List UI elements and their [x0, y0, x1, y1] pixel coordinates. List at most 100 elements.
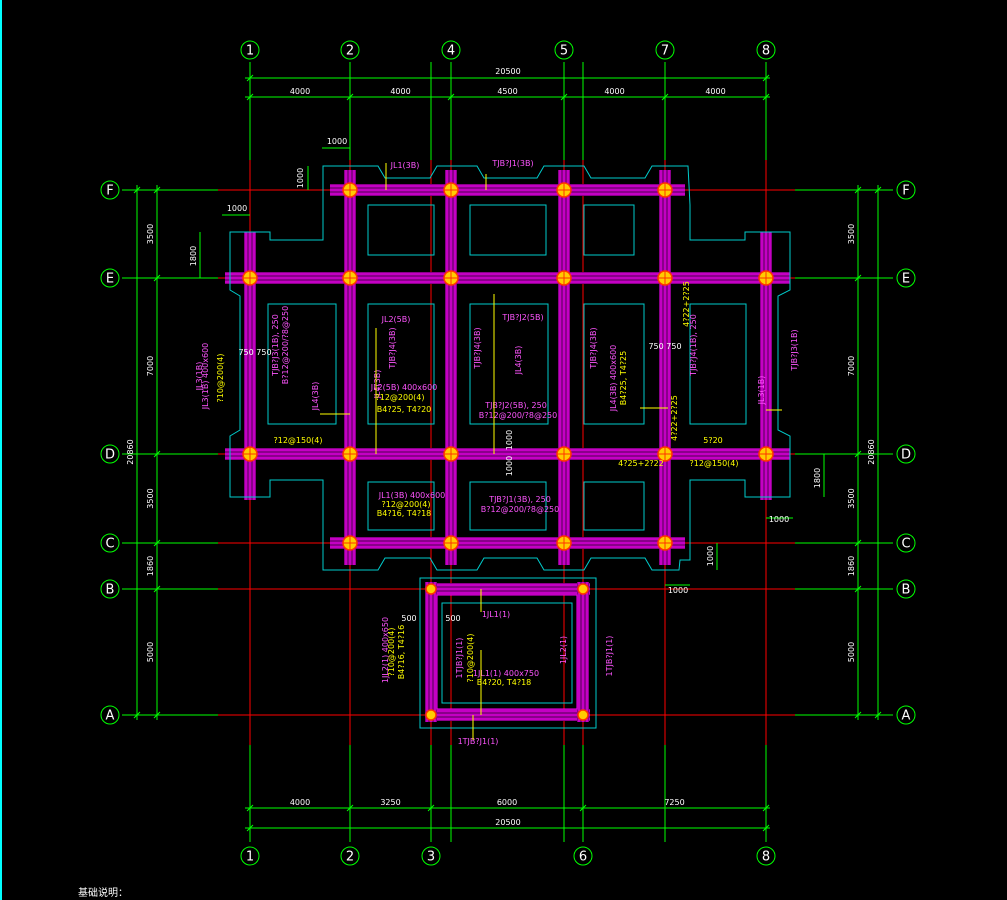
dim-tick	[579, 804, 587, 812]
yellow-label: ?10@200(4)	[466, 633, 475, 682]
lower-pad-outer	[419, 577, 597, 729]
axis-bubble-top-7-circle	[655, 40, 675, 60]
column-circle-small	[425, 583, 437, 595]
axis-bubble-right-C-circle	[896, 533, 916, 553]
dim-left-total: 20860	[126, 439, 135, 464]
foundation-beams	[225, 170, 790, 722]
local-dim: 1800	[189, 246, 198, 266]
magenta-label: 1TJB?J1(1)	[458, 737, 499, 746]
magenta-label: TJB?J1(3B), 250	[488, 495, 551, 504]
local-dim: 1000	[668, 586, 688, 595]
dim-left-span: 1860	[146, 556, 155, 576]
dim-right-span: 1860	[847, 556, 856, 576]
axis-bubble-left-D-label: D	[105, 448, 115, 463]
dim-tick	[762, 804, 770, 812]
dim-tick	[854, 585, 862, 593]
magenta-label: JL4(3B)	[514, 346, 523, 376]
lower-pad-inner	[441, 602, 573, 704]
local-dim: 1800	[813, 468, 822, 488]
axis-bubble-bottom-1-circle	[240, 846, 260, 866]
local-dim: 500	[445, 614, 460, 623]
dim-left-span: 5000	[146, 642, 155, 662]
foundation-note: 基础说明：	[78, 888, 128, 899]
inner-pad	[367, 481, 435, 531]
magenta-label: 1TJB?J1(1)	[455, 638, 464, 679]
magenta-label: 1JL2(1)	[559, 636, 568, 664]
column-markers	[242, 182, 774, 721]
axis-bubble-bottom-6-label: 6	[579, 850, 587, 865]
axis-bubble-top-5-label: 5	[560, 44, 568, 59]
inner-pad	[267, 303, 337, 425]
yellow-label: ?12@200(4)	[375, 393, 424, 402]
axis-bubble-right-F-label: F	[902, 184, 909, 199]
dim-top-span: 4000	[290, 87, 310, 96]
axis-bubble-right-F-circle	[896, 180, 916, 200]
local-dim: 750 750	[648, 342, 681, 351]
axis-bubble-right-A-label: A	[902, 709, 911, 724]
inner-pad	[469, 481, 547, 531]
yellow-label: 4?25+2?22	[618, 459, 664, 468]
magenta-label: JL4(3B)	[311, 382, 320, 412]
dim-tick	[346, 93, 354, 101]
dim-tick	[447, 93, 455, 101]
axis-bubble-top-1-label: 1	[246, 44, 254, 59]
dim-top-span: 4500	[497, 87, 517, 96]
column-circle-small	[577, 709, 589, 721]
dim-tick	[153, 186, 161, 194]
dim-bottom-span: 4000	[290, 798, 310, 807]
magenta-label: JL4(3B) 400x600	[609, 345, 618, 413]
foundation-pads	[229, 165, 791, 729]
magenta-label: B?12@200/?8@250	[481, 505, 559, 514]
dim-right-total: 20860	[867, 439, 876, 464]
axis-bubble-right-C-label: C	[901, 537, 910, 552]
axis-bubble-bottom-2-label: 2	[346, 850, 354, 865]
magenta-label: TJB?J1(3B)	[491, 159, 533, 168]
inner-pad	[469, 204, 547, 256]
local-dim: 1000	[227, 204, 247, 213]
column-circle-small	[577, 583, 589, 595]
dim-top-total: 20500	[495, 67, 520, 76]
dim-tick	[153, 539, 161, 547]
axis-bubble-top-5-circle	[554, 40, 574, 60]
dim-right-span: 3500	[847, 224, 856, 244]
magenta-label: JL3(1B)	[195, 362, 204, 392]
inner-pad	[367, 303, 435, 425]
dim-top-span: 4000	[604, 87, 624, 96]
dim-tick	[661, 93, 669, 101]
yellow-label: 4?22+2?25	[670, 395, 679, 441]
axis-bubble-bottom-3-circle	[421, 846, 441, 866]
yellow-label: B4?16, T4?18	[377, 509, 432, 518]
axis-bubble-top-4-circle	[441, 40, 461, 60]
axis-bubble-bottom-6-circle	[573, 846, 593, 866]
dim-tick	[762, 93, 770, 101]
annotation-texts: JL1(3B)TJB?J1(3B)JL2(5B)TJB?J2(5B)TJB?J4…	[195, 159, 799, 746]
dim-tick	[246, 93, 254, 101]
dim-tick	[153, 585, 161, 593]
dim-bottom-span: 3250	[380, 798, 400, 807]
yellow-label: B4?20, T4?18	[477, 678, 532, 687]
axis-bubble-top-1-circle	[240, 40, 260, 60]
dim-tick	[153, 274, 161, 282]
dim-tick	[854, 450, 862, 458]
dim-right-span: 7000	[847, 356, 856, 376]
yellow-label: B4?25, T4?25	[619, 351, 628, 406]
dim-tick	[874, 711, 882, 719]
magenta-label: TJB?J2(5B)	[501, 313, 543, 322]
magenta-label: 1JL2(1) 400x650	[381, 617, 390, 683]
dim-tick	[560, 93, 568, 101]
dim-tick	[762, 74, 770, 82]
magenta-label: JL4(3B)	[373, 370, 382, 400]
dim-tick	[246, 804, 254, 812]
yellow-label: ?10@200(4)	[387, 627, 396, 676]
axis-bubble-left-C-circle	[100, 533, 120, 553]
dim-tick	[874, 186, 882, 194]
magenta-label: 1JL1(1) 400x750	[473, 669, 539, 678]
axis-bubble-bottom-3-label: 3	[427, 850, 435, 865]
axis-bubble-left-E-circle	[100, 268, 120, 288]
axis-bubble-left-A-circle	[100, 705, 120, 725]
axis-bubble-top-7-label: 7	[661, 44, 669, 59]
magenta-label: JL3(1B) 400x600	[201, 343, 210, 411]
magenta-label: JL1(3B) 400x600	[378, 491, 446, 500]
dim-left-span: 3500	[146, 224, 155, 244]
magenta-label: B?12@200/?8@250	[479, 411, 557, 420]
